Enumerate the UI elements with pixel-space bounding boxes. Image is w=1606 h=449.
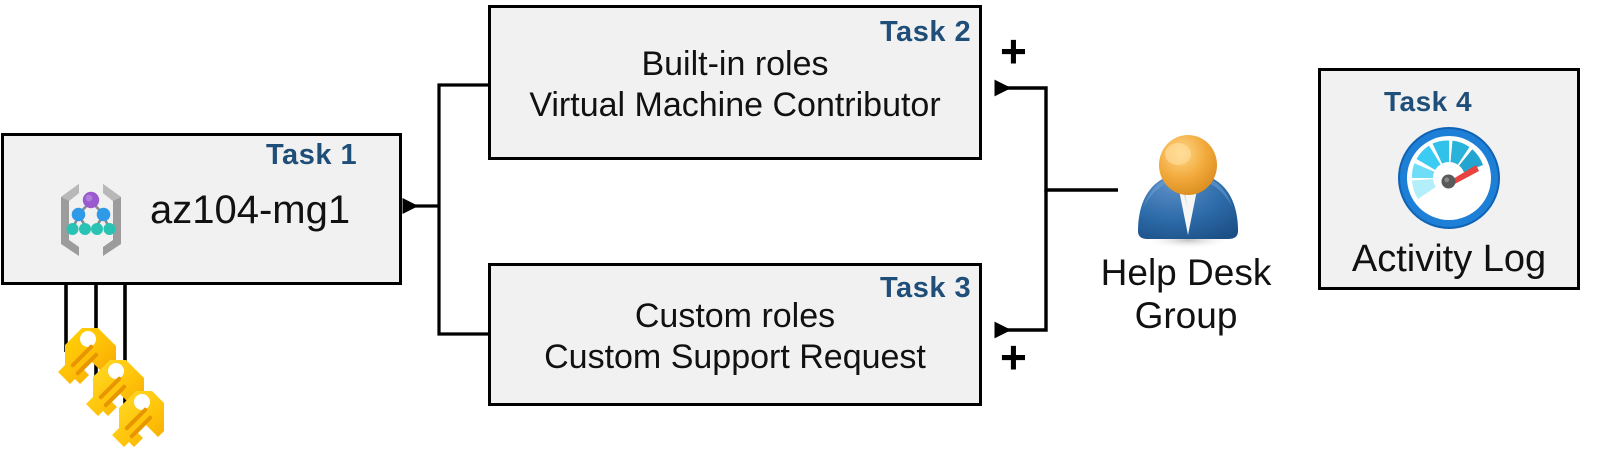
- task-2-line-2: Virtual Machine Contributor: [529, 86, 941, 125]
- task-1-text: az104-mg1: [150, 186, 390, 235]
- plus-icon-task3: +: [1000, 331, 1027, 383]
- plus-icon-task2: +: [1000, 25, 1027, 77]
- task-2-label: Task 2: [880, 16, 972, 48]
- task-2-text: Built-in roles Virtual Machine Contribut…: [492, 44, 978, 127]
- task-box-built-in-roles[interactable]: [488, 5, 982, 160]
- task-4-line-1: Activity Log: [1351, 238, 1547, 280]
- task-3-text: Custom roles Custom Support Request: [492, 296, 978, 379]
- management-group-icon: [47, 174, 135, 262]
- user-group-icon: [1120, 135, 1255, 255]
- key-3: [112, 391, 170, 447]
- task-box-management-group[interactable]: [1, 133, 402, 285]
- keys-icon: [34, 310, 170, 449]
- task-3-label: Task 3: [880, 272, 972, 304]
- task-box-custom-roles[interactable]: [488, 263, 982, 406]
- task-1-line-1: az104-mg1: [150, 188, 351, 232]
- task-4-label: Task 4: [1384, 86, 1473, 117]
- task-4-text: Activity Log: [1322, 236, 1576, 282]
- help-desk-group-caption: Help Desk Group: [1086, 252, 1286, 337]
- task-1-label: Task 1: [266, 139, 358, 171]
- task-3-line-2: Custom Support Request: [544, 338, 926, 377]
- connector-roles-to-management-group: [402, 83, 488, 336]
- activity-log-gauge-icon: [1396, 125, 1502, 231]
- help-desk-group-line-2: Group: [1134, 294, 1238, 336]
- task-2-line-1: Built-in roles: [641, 45, 829, 83]
- help-desk-group-line-1: Help Desk: [1100, 252, 1272, 293]
- task-3-line-1: Custom roles: [634, 297, 836, 335]
